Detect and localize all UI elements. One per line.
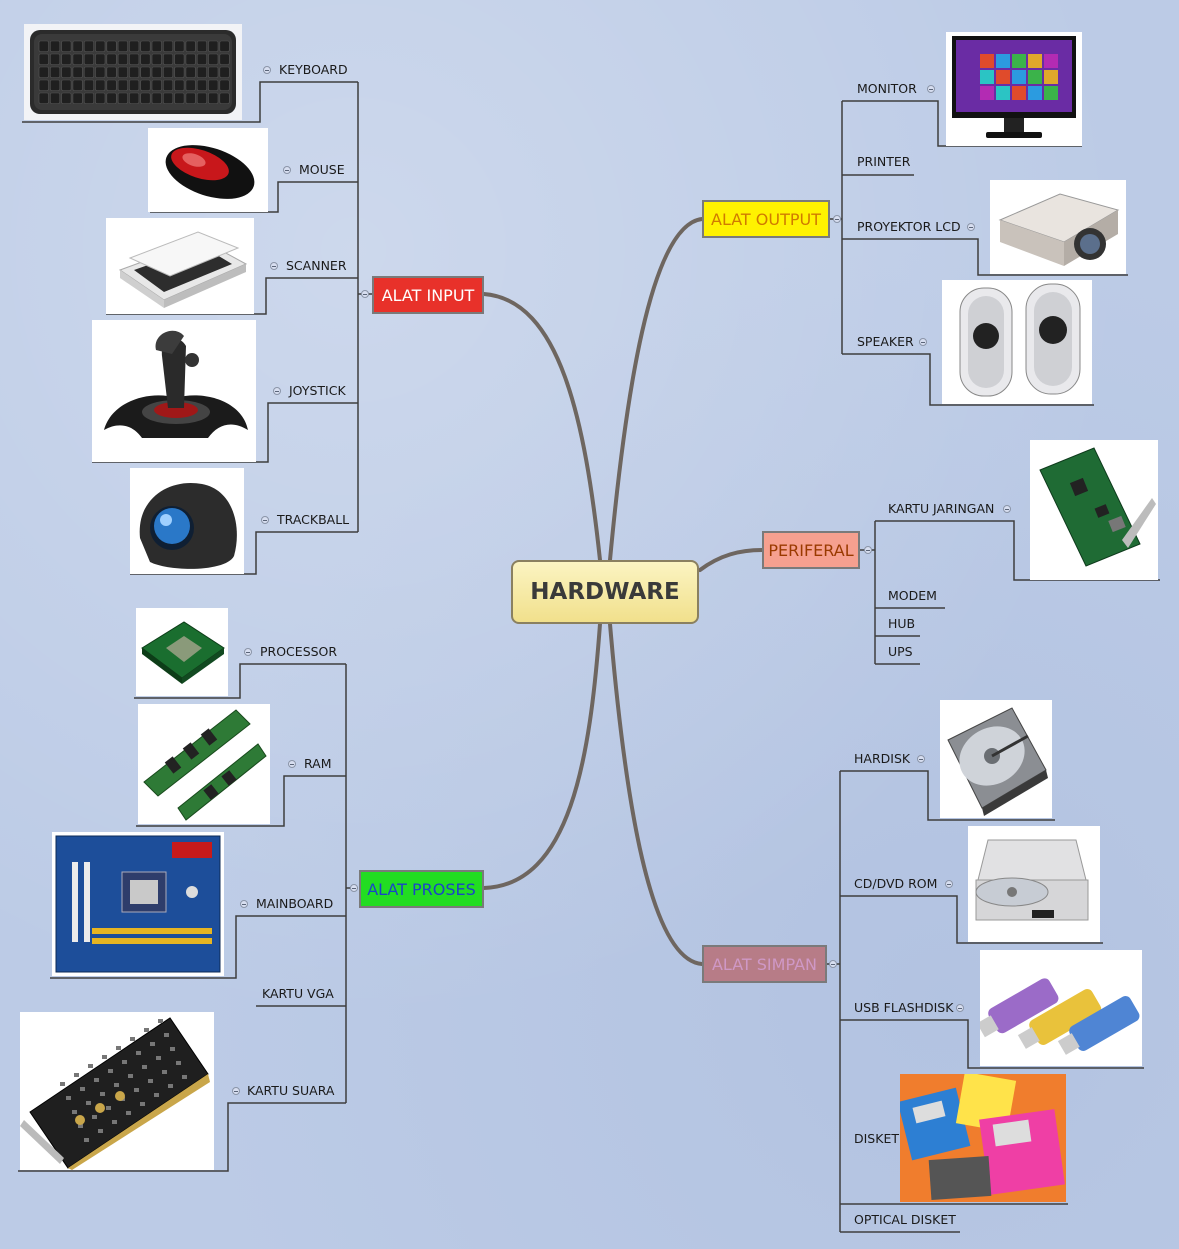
collapse-toggle-icon[interactable] bbox=[833, 215, 841, 223]
collapse-toggle-icon[interactable] bbox=[273, 387, 281, 395]
leaf-speaker[interactable]: SPEAKER bbox=[857, 334, 914, 349]
ram-image bbox=[138, 704, 270, 824]
scanner-image bbox=[106, 218, 254, 314]
leaf-kartu-jaringan[interactable]: KARTU JARINGAN bbox=[888, 501, 995, 516]
collapse-toggle-icon[interactable] bbox=[864, 546, 872, 554]
collapse-toggle-icon[interactable] bbox=[967, 223, 975, 231]
processor-image bbox=[136, 608, 228, 696]
branch-periferal[interactable]: PERIFERAL bbox=[762, 531, 860, 569]
collapse-toggle-icon[interactable] bbox=[350, 884, 358, 892]
cd-dvd-rom-image bbox=[968, 826, 1100, 942]
trackball-image bbox=[130, 468, 244, 574]
leaf-monitor[interactable]: MONITOR bbox=[857, 81, 917, 96]
leaf-hub[interactable]: HUB bbox=[888, 616, 916, 631]
hardisk-image bbox=[940, 700, 1052, 818]
keyboard-image bbox=[24, 24, 242, 120]
collapse-toggle-icon[interactable] bbox=[1003, 505, 1011, 513]
collapse-toggle-icon[interactable] bbox=[919, 338, 927, 346]
leaf-hardisk[interactable]: HARDISK bbox=[854, 751, 911, 766]
collapse-toggle-icon[interactable] bbox=[917, 755, 925, 763]
collapse-toggle-icon[interactable] bbox=[283, 166, 291, 174]
leaf-proyektor-lcd[interactable]: PROYEKTOR LCD bbox=[857, 219, 961, 234]
collapse-toggle-icon[interactable] bbox=[232, 1087, 240, 1095]
collapse-toggle-icon[interactable] bbox=[288, 760, 296, 768]
leaf-processor[interactable]: PROCESSOR bbox=[260, 644, 338, 659]
leaf-disket[interactable]: DISKET bbox=[854, 1131, 899, 1146]
collapse-toggle-icon[interactable] bbox=[240, 900, 248, 908]
leaf-modem[interactable]: MODEM bbox=[888, 588, 937, 603]
mainboard-image bbox=[52, 832, 224, 976]
leaf-usb-flashdisk[interactable]: USB FLASHDISK bbox=[854, 1000, 954, 1015]
central-topic-hardware[interactable]: HARDWARE bbox=[511, 560, 699, 624]
joystick-image bbox=[92, 320, 256, 462]
network-card-image bbox=[1030, 440, 1158, 580]
collapse-toggle-icon[interactable] bbox=[361, 290, 369, 298]
leaf-trackball[interactable]: TRACKBALL bbox=[277, 512, 350, 527]
leaf-ram[interactable]: RAM bbox=[304, 756, 332, 771]
branch-alat-input[interactable]: ALAT INPUT bbox=[372, 276, 484, 314]
branch-alat-proses[interactable]: ALAT PROSES bbox=[359, 870, 484, 908]
leaf-mouse[interactable]: MOUSE bbox=[299, 162, 345, 177]
leaf-keyboard[interactable]: KEYBOARD bbox=[279, 62, 348, 77]
speaker-image bbox=[942, 280, 1092, 404]
sound-card-image bbox=[20, 1012, 214, 1170]
leaf-kartu-suara[interactable]: KARTU SUARA bbox=[247, 1083, 335, 1098]
usb-flashdisk-image bbox=[980, 950, 1142, 1066]
collapse-toggle-icon[interactable] bbox=[263, 66, 271, 74]
leaf-mainboard[interactable]: MAINBOARD bbox=[256, 896, 334, 911]
collapse-toggle-icon[interactable] bbox=[244, 648, 252, 656]
leaf-cd-dvd-rom[interactable]: CD/DVD ROM bbox=[854, 876, 938, 891]
leaf-printer[interactable]: PRINTER bbox=[857, 154, 911, 169]
collapse-toggle-icon[interactable] bbox=[270, 262, 278, 270]
mouse-image bbox=[148, 128, 268, 212]
collapse-toggle-icon[interactable] bbox=[261, 516, 269, 524]
collapse-toggle-icon[interactable] bbox=[829, 960, 837, 968]
monitor-image bbox=[946, 32, 1082, 146]
collapse-toggle-icon[interactable] bbox=[945, 880, 953, 888]
leaf-optical-disket[interactable]: OPTICAL DISKET bbox=[854, 1212, 956, 1227]
collapse-toggle-icon[interactable] bbox=[956, 1004, 964, 1012]
branch-alat-simpan[interactable]: ALAT SIMPAN bbox=[702, 945, 827, 983]
leaf-ups[interactable]: UPS bbox=[888, 644, 913, 659]
projector-image bbox=[990, 180, 1126, 274]
leaf-joystick[interactable]: JOYSTICK bbox=[289, 383, 346, 398]
leaf-kartu-vga[interactable]: KARTU VGA bbox=[262, 986, 334, 1001]
disket-image bbox=[900, 1074, 1066, 1202]
branch-alat-output[interactable]: ALAT OUTPUT bbox=[702, 200, 830, 238]
collapse-toggle-icon[interactable] bbox=[927, 85, 935, 93]
leaf-scanner[interactable]: SCANNER bbox=[286, 258, 347, 273]
